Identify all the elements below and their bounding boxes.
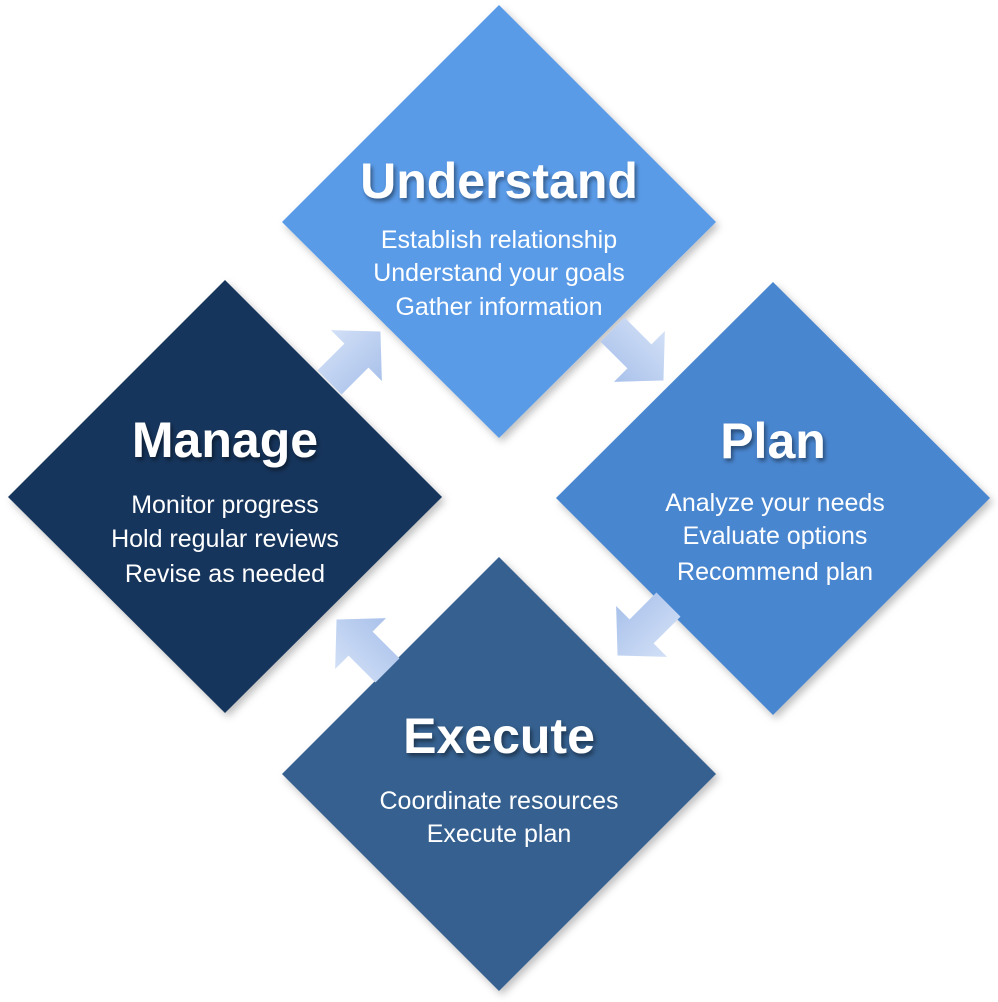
understand-line-2: Understand your goals bbox=[373, 259, 625, 287]
manage-line-3: Revise as needed bbox=[125, 560, 325, 588]
arrow-right-icon bbox=[335, 618, 400, 683]
arrow-plan-to-execute bbox=[616, 592, 681, 657]
plan-line-2: Evaluate options bbox=[683, 522, 868, 550]
plan-title: Plan bbox=[720, 413, 826, 469]
arrow-right-icon bbox=[600, 317, 665, 382]
arrow-manage-to-understand bbox=[317, 330, 382, 395]
manage-diamond bbox=[8, 280, 442, 713]
understand-line-1: Establish relationship bbox=[381, 226, 617, 254]
arrow-right-icon bbox=[616, 592, 681, 657]
manage-line-2: Hold regular reviews bbox=[111, 525, 339, 553]
execute-line-1: Coordinate resources bbox=[379, 787, 618, 815]
arrow-execute-to-manage bbox=[335, 618, 400, 683]
plan-line-1: Analyze your needs bbox=[665, 489, 885, 517]
manage-line-1: Monitor progress bbox=[131, 491, 319, 519]
arrow-understand-to-plan bbox=[600, 317, 665, 382]
plan-line-3: Recommend plan bbox=[677, 558, 873, 586]
understand-title: Understand bbox=[360, 153, 638, 209]
understand-line-3: Gather information bbox=[395, 293, 602, 321]
plan-diamond bbox=[556, 282, 990, 715]
manage-title: Manage bbox=[132, 412, 318, 468]
execute-title: Execute bbox=[403, 708, 595, 764]
arrow-right-icon bbox=[317, 330, 382, 395]
understand-diamond bbox=[282, 5, 716, 438]
execute-line-2: Execute plan bbox=[427, 820, 572, 848]
